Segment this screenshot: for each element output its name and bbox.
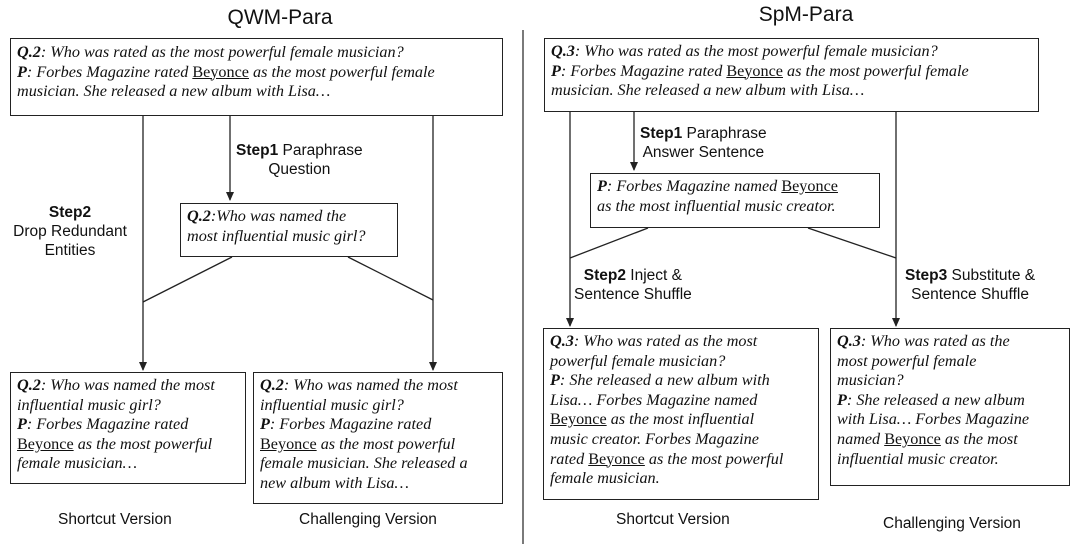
entity-underlined: Beyonce (726, 61, 783, 80)
entity-underlined: Beyonce (550, 410, 607, 429)
right-caption-challenging: Challenging Version (883, 515, 1021, 532)
right-step2-label: Step2 Inject & Sentence Shuffle (574, 267, 692, 303)
right-challenging-box: Q.3: Who was rated as the most powerful … (830, 328, 1070, 486)
left-panel-title: QWM-Para (227, 6, 333, 29)
left-paraphrased-question-box: Q.2:Who was named the most influential m… (180, 203, 398, 257)
left-caption-shortcut: Shortcut Version (58, 511, 172, 528)
right-step3-label: Step3 Substitute & Sentence Shuffle (905, 267, 1036, 303)
right-diag-to-challenging (807, 227, 897, 259)
entity-underlined: Beyonce (260, 434, 317, 453)
passage-text: as the most powerful female (248, 62, 435, 81)
left-step2-label: Step2 Drop Redundant Entities (13, 204, 127, 259)
entity-underlined: Beyonce (884, 429, 941, 448)
right-panel-title: SpM-Para (758, 3, 854, 26)
entity-underlined: Beyonce (781, 177, 838, 195)
q-label: Q.2 (17, 43, 41, 61)
entity-underlined: Beyonce (17, 434, 74, 453)
left-diag-to-challenging (347, 256, 434, 301)
right-diag-to-shortcut (569, 227, 649, 259)
right-step1-label: Step1 Paraphrase Answer Sentence (640, 125, 767, 161)
p-label: P (17, 62, 27, 81)
entity-underlined: Beyonce (588, 449, 645, 468)
left-step1-label: Step1 Paraphrase Question (236, 142, 363, 178)
question-text: : Who was rated as the most powerful fem… (40, 43, 404, 61)
left-diag-to-shortcut (142, 256, 233, 303)
right-shortcut-box: Q.3: Who was rated as the most powerful … (543, 328, 819, 500)
left-caption-challenging: Challenging Version (299, 511, 437, 528)
passage-text: : Forbes Magazine rated (26, 62, 193, 81)
left-challenging-box: Q.2: Who was named the most influential … (253, 372, 503, 504)
left-shortcut-box: Q.2: Who was named the most influential … (10, 372, 246, 484)
right-paraphrased-answer-box: P: Forbes Magazine named Beyonce as the … (590, 173, 880, 228)
entity-underlined: Beyonce (192, 62, 249, 81)
right-top-box: Q.3: Who was rated as the most powerful … (544, 38, 1039, 112)
passage-text: musician. She released a new album with … (17, 82, 331, 101)
right-caption-shortcut: Shortcut Version (616, 511, 730, 528)
left-top-box: Q.2: Who was rated as the most powerful … (10, 38, 503, 116)
